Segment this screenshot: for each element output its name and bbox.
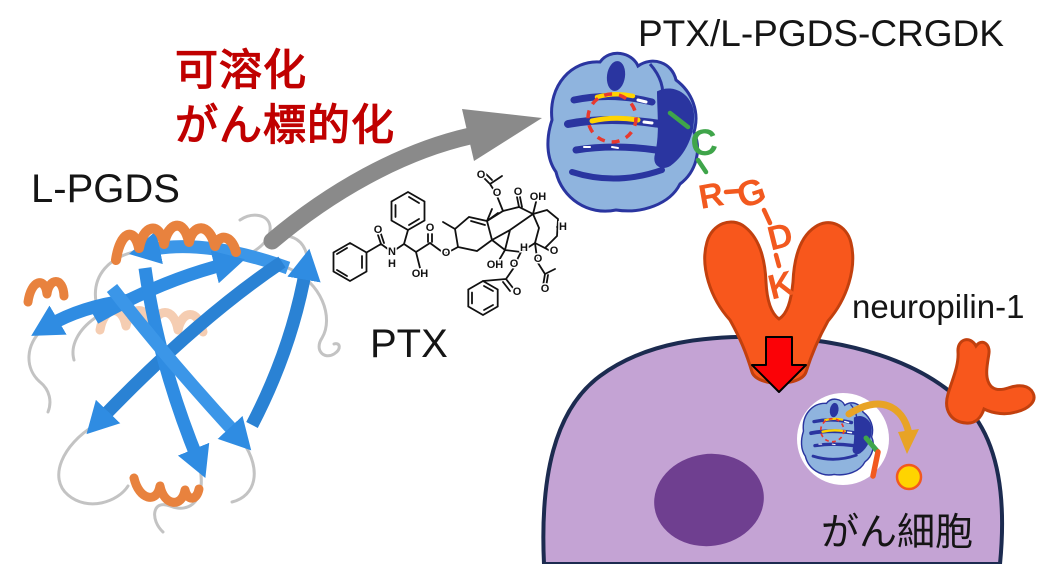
- peptide-tail-green: [863, 435, 881, 455]
- alpha-helix: [129, 473, 204, 507]
- protein-label: L-PGDS: [31, 167, 180, 211]
- atom-label: OH: [530, 191, 547, 203]
- atom-label: O: [426, 222, 435, 234]
- peptide-link: [723, 188, 742, 195]
- drug-release-arrow: [845, 400, 913, 438]
- peptide-link: [695, 157, 709, 175]
- atom-label: O: [493, 187, 502, 199]
- atom-label: O: [374, 224, 383, 236]
- internalization-arrow: [751, 336, 807, 393]
- peptide-letter-g: G: [731, 169, 770, 217]
- peptide-link: [667, 110, 691, 130]
- lpgds-ribbon-structure: [23, 213, 341, 534]
- beta-strand: [106, 284, 252, 451]
- atom-label: H: [388, 258, 396, 270]
- atom-label: O: [534, 253, 543, 265]
- beta-strand: [246, 248, 321, 428]
- free-neuropilin-receptor: [945, 338, 1036, 425]
- atom-label: O: [510, 258, 519, 270]
- released-ptx-dot: [895, 463, 923, 491]
- peptide-letter-c: C: [689, 121, 720, 165]
- transform-arrowhead: [462, 109, 542, 161]
- alpha-helix: [23, 277, 69, 307]
- atom-label: O: [541, 283, 550, 295]
- atom-label: O: [550, 245, 559, 257]
- transform-arrow: [263, 109, 542, 250]
- drug-release-arrowhead: [898, 429, 919, 454]
- atom-label: O: [514, 186, 523, 198]
- peptide-letter-d: D: [764, 216, 797, 259]
- atom-label: OH: [487, 259, 504, 271]
- drug-label: PTX: [370, 322, 448, 366]
- alpha-helix: [111, 220, 241, 265]
- peptide-link: [773, 252, 782, 269]
- atom-label: H: [559, 221, 567, 233]
- ptx-lpgds-complex: [548, 53, 698, 211]
- atom-label: O: [513, 286, 522, 298]
- atom-label: N: [388, 246, 396, 258]
- atom-label: H: [520, 242, 528, 254]
- atom-label: O: [477, 169, 486, 181]
- peptide-link: [761, 207, 773, 226]
- neuropilin-receptor: [703, 220, 855, 385]
- effect-line-1: 可溶化: [175, 47, 307, 95]
- cell-nucleus: [654, 453, 764, 547]
- effect-text: 可溶化 がん標的化: [175, 44, 395, 154]
- atom-label: O: [442, 247, 451, 259]
- cell-label: がん細胞: [821, 512, 974, 554]
- effect-line-2: がん標的化: [175, 102, 395, 151]
- beta-strand: [86, 256, 286, 435]
- peptide-letter-r: R: [696, 175, 727, 217]
- atom-label: OH: [412, 268, 429, 280]
- complex-title: PTX/L-PGDS-CRGDK: [638, 13, 1004, 54]
- receptor-label: neuropilin-1: [852, 288, 1025, 325]
- peptide-tail-orange: [870, 449, 881, 479]
